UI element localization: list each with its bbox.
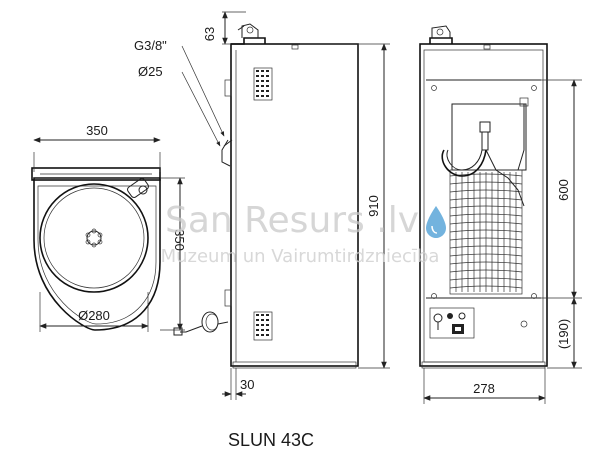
- nozzle-height-label: 63: [202, 27, 217, 41]
- hose-coil-icon: [173, 311, 229, 336]
- condenser-coil: [449, 169, 523, 295]
- water-drop-logo: [426, 206, 446, 238]
- front-base-width-label: 278: [473, 381, 495, 396]
- model-title: SLUN 43C: [228, 430, 314, 450]
- side-cabinet: [230, 43, 359, 367]
- side-vent-bottom: [253, 311, 273, 341]
- front-view: 600 (190) 278: [419, 25, 582, 404]
- drain-icon: [85, 228, 103, 248]
- thread-label: G3/8": [134, 38, 167, 53]
- pipe-diameter-label: Ø25: [138, 64, 163, 79]
- control-panel: [429, 307, 528, 339]
- watermark-tagline: Muzeum un Vairumtirdzniecība: [161, 246, 440, 267]
- watermark: San Resurs .lv Muzeum un Vairumtirdzniec…: [161, 200, 446, 267]
- cooling-tube: [441, 97, 529, 207]
- mounting-plate: [451, 103, 527, 171]
- bowl: [39, 183, 149, 293]
- side-view: G3/8" Ø25 63 910 30: [134, 11, 390, 400]
- basin-outline: [33, 177, 161, 331]
- nozzle-icon: [237, 23, 259, 38]
- front-lower-height-label: (190): [556, 319, 571, 349]
- total-height-label: 910: [366, 195, 381, 217]
- push-button-icon: [127, 178, 149, 198]
- bowl-diameter-label: Ø280: [78, 308, 110, 323]
- side-vent-top: [253, 67, 273, 101]
- top-depth-label: 350: [172, 229, 187, 251]
- wall-offset-label: 30: [240, 377, 254, 392]
- front-mid-height-label: 600: [556, 179, 571, 201]
- watermark-brand: San Resurs .lv: [165, 200, 419, 241]
- top-width-label: 350: [86, 123, 108, 138]
- front-cabinet: [419, 43, 548, 367]
- back-plate: [31, 167, 161, 181]
- front-nozzle-icon: [431, 25, 451, 38]
- top-view: 350 350 Ø280: [31, 123, 187, 332]
